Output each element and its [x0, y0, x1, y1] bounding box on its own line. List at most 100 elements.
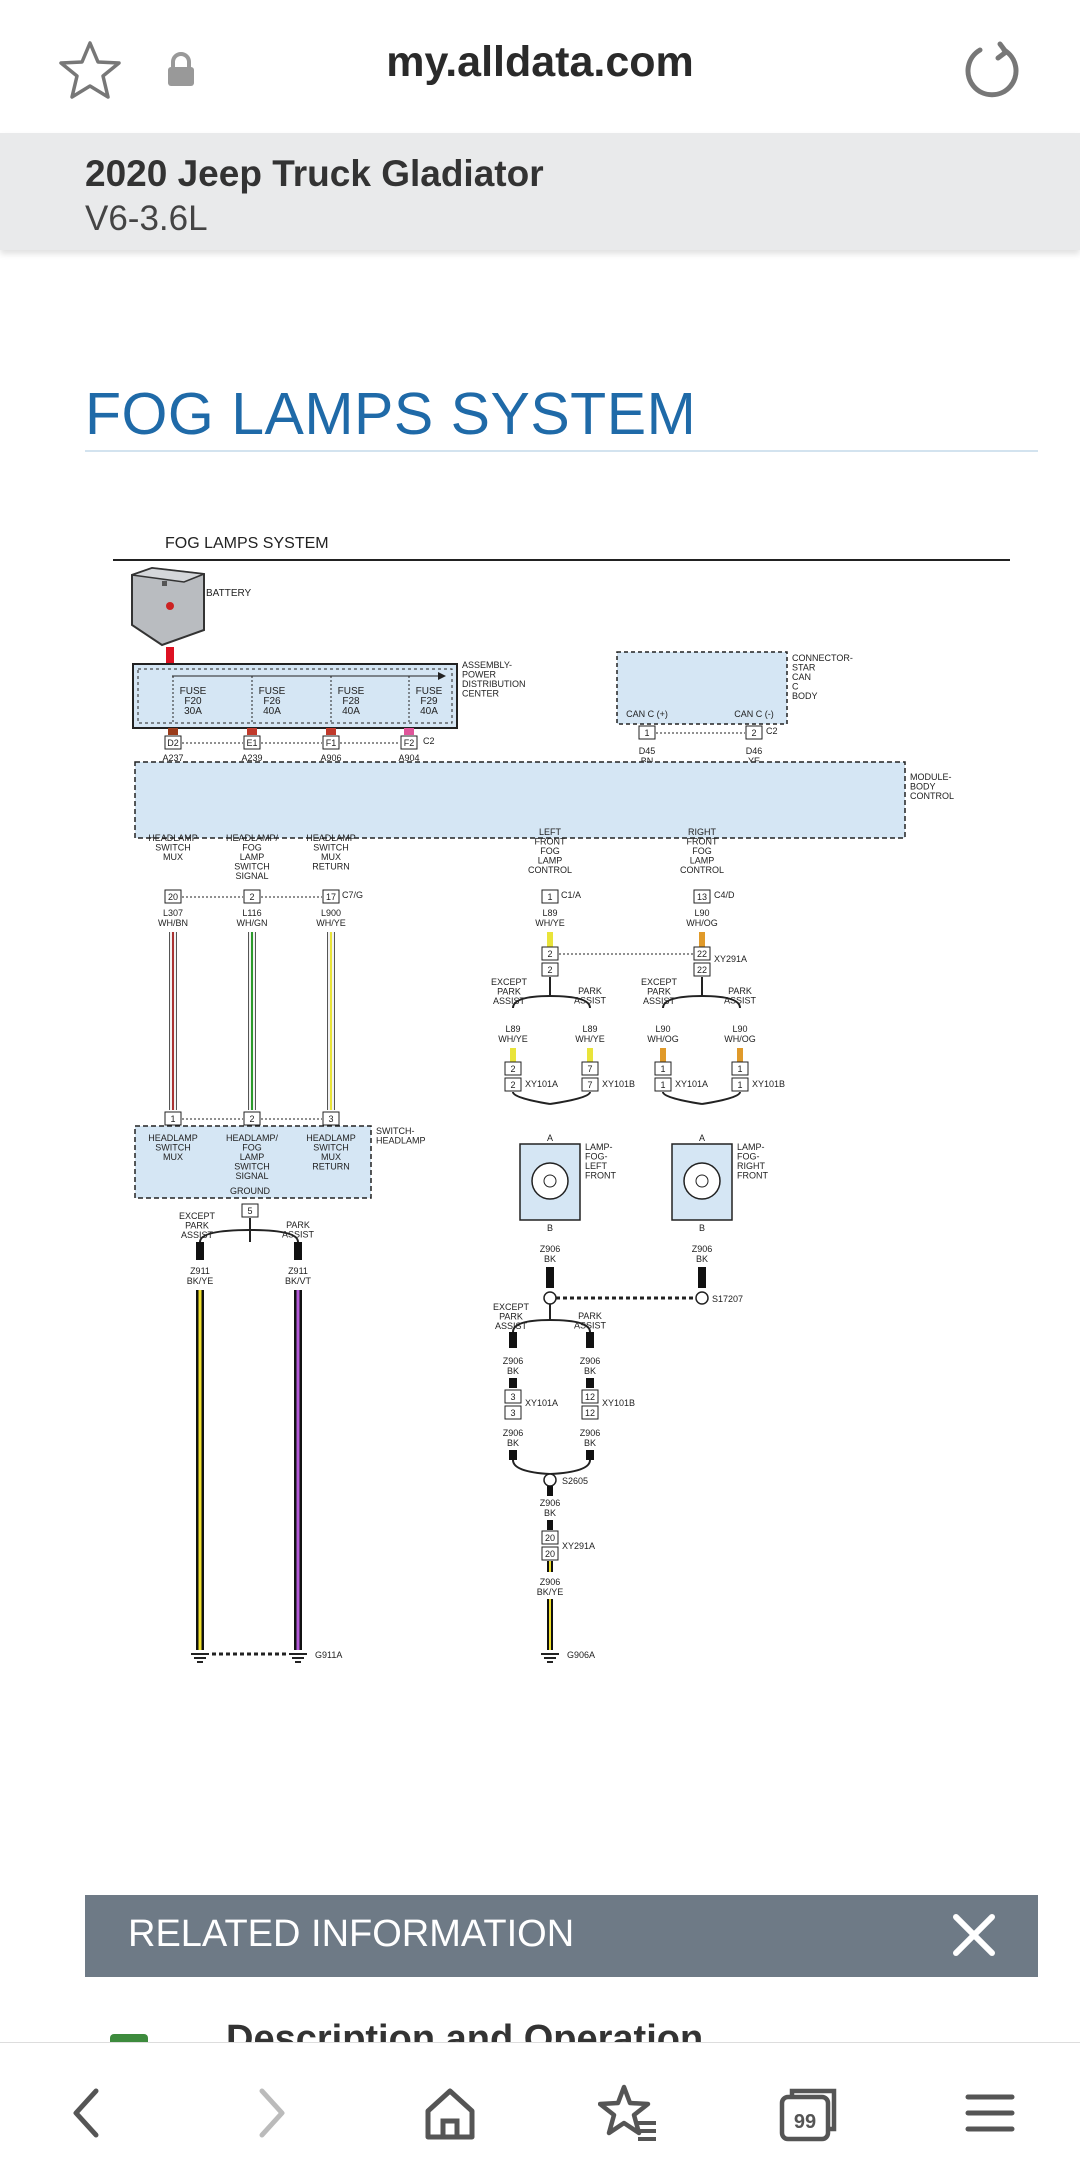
bcm-output-label: FRONT: [687, 837, 718, 847]
branch: [512, 1318, 591, 1333]
branch-label: PARK: [497, 987, 521, 997]
wire-color: WH/OG: [686, 918, 718, 928]
bcm-output-label: CONTROL: [528, 865, 572, 875]
switch-pin-label: MUX: [163, 1152, 183, 1162]
fuse-terminal: [326, 728, 336, 735]
connector-pin: [243, 735, 261, 750]
connector-pin: [164, 1111, 182, 1126]
home-icon[interactable]: [420, 2083, 480, 2143]
lamp-pin: A: [547, 1133, 553, 1143]
connector-pin: [541, 889, 559, 904]
pin-label: 2: [547, 965, 552, 975]
pin-label: 1: [660, 1064, 665, 1074]
diagram-header: FOG LAMPS SYSTEM: [165, 535, 329, 552]
connector-pin: [581, 1389, 599, 1404]
can-label: CAN C (+): [626, 709, 668, 719]
related-item-description[interactable]: Description and Operation: [0, 1990, 1080, 2042]
connector-pin: [164, 735, 182, 750]
connector-pin: [654, 1077, 672, 1092]
wire-color: BK: [544, 1254, 556, 1264]
tabs-count: 99: [794, 2111, 816, 2133]
switch-label: HEADLAMP: [376, 1136, 426, 1146]
tabs-icon[interactable]: 99: [778, 2083, 838, 2143]
bcm-output-label: CONTROL: [680, 865, 724, 875]
switch-pin-label: RETURN: [312, 1162, 350, 1172]
wire-code: Z911: [288, 1266, 308, 1276]
pdc-label: CENTER: [462, 689, 500, 699]
wire-code: Z906: [540, 1577, 561, 1587]
branch-label: ASSIST: [181, 1230, 214, 1240]
branch: [662, 1091, 703, 1105]
wire-code: L900: [321, 908, 341, 918]
splice: [695, 1291, 709, 1305]
pin-label: 22: [697, 965, 707, 975]
ground-label: G906A: [567, 1650, 595, 1660]
connector-pin: [693, 889, 711, 904]
branch-label: EXCEPT: [641, 977, 678, 987]
wire-code: Z906: [580, 1428, 601, 1438]
reload-icon[interactable]: [960, 38, 1024, 102]
title-divider: [85, 450, 1038, 452]
fuse-name: FUSE: [259, 686, 286, 697]
headlamp-switch-box: [134, 1125, 372, 1199]
switch-pin-label: HEADLAMP: [148, 1133, 198, 1143]
wire-code: A906: [320, 753, 341, 763]
connector-pin: [322, 735, 340, 750]
wire-code: Z906: [503, 1428, 524, 1438]
branch-label: EXCEPT: [179, 1211, 216, 1221]
close-icon[interactable]: [950, 1911, 998, 1959]
lock-icon[interactable]: [166, 52, 196, 88]
connector-pin: [581, 1405, 599, 1420]
related-information-bar[interactable]: RELATED INFORMATION: [85, 1895, 1038, 1977]
pin-label: 7: [587, 1080, 592, 1090]
bcm-output-label: MUX: [321, 852, 341, 862]
wire-code: L116: [242, 908, 261, 918]
bcm-label: CONTROL: [910, 791, 954, 801]
pin-label: 1: [660, 1080, 665, 1090]
connector-label: C2: [766, 726, 778, 736]
splice-label: S17207: [712, 1294, 743, 1304]
connector-pin: [541, 946, 559, 961]
address-bar-url[interactable]: my.alldata.com: [386, 38, 694, 86]
splice: [543, 1291, 557, 1305]
bcm-output-label: SIGNAL: [235, 871, 268, 881]
bookmarks-icon[interactable]: [598, 2083, 658, 2143]
branch: [549, 1459, 591, 1475]
wire-code: D46: [746, 746, 763, 756]
menu-icon[interactable]: [960, 2083, 1020, 2143]
forward-icon[interactable]: [240, 2083, 300, 2143]
connector-label: XY101B: [602, 1079, 635, 1089]
can-star-connector-box: [616, 651, 788, 725]
wire-color: WH/BN: [158, 918, 188, 928]
bcm-output-label: FOG: [540, 846, 560, 856]
connector-pin: [731, 1061, 749, 1076]
wire-color: BK: [584, 1438, 596, 1448]
bcm-label: MODULE-: [910, 772, 952, 782]
branch: [199, 1228, 299, 1243]
connector-pin: [400, 735, 418, 750]
pin-label: E1: [246, 738, 257, 748]
fuse-name: FUSE: [180, 686, 207, 697]
connector-pin: [693, 946, 711, 961]
bcm-output-label: FOG: [692, 846, 712, 856]
fuse-amps: 30A: [184, 706, 202, 717]
switch-pin-label: SWITCH: [313, 1143, 349, 1153]
branch-label: ASSIST: [724, 996, 757, 1006]
ground-label: GROUND: [230, 1186, 270, 1196]
connector-label: XY101A: [675, 1079, 708, 1089]
connector-label: XY101B: [752, 1079, 785, 1089]
back-icon[interactable]: [58, 2083, 118, 2143]
pin-label: 1: [737, 1080, 742, 1090]
lamp-label: LAMP-: [585, 1142, 613, 1152]
connector-pin: [541, 1546, 559, 1561]
body-control-module-box: [134, 761, 906, 839]
switch-pin-label: SWITCH: [155, 1143, 191, 1153]
connector-label: XY291A: [714, 954, 747, 964]
switch-pin-label: HEADLAMP: [306, 1133, 356, 1143]
pin-label: 5: [247, 1206, 252, 1216]
related-information-title: RELATED INFORMATION: [128, 1913, 575, 1955]
connector-pin: [745, 725, 763, 740]
lamp-pin: B: [699, 1223, 705, 1233]
bookmark-star-icon[interactable]: [58, 38, 122, 102]
